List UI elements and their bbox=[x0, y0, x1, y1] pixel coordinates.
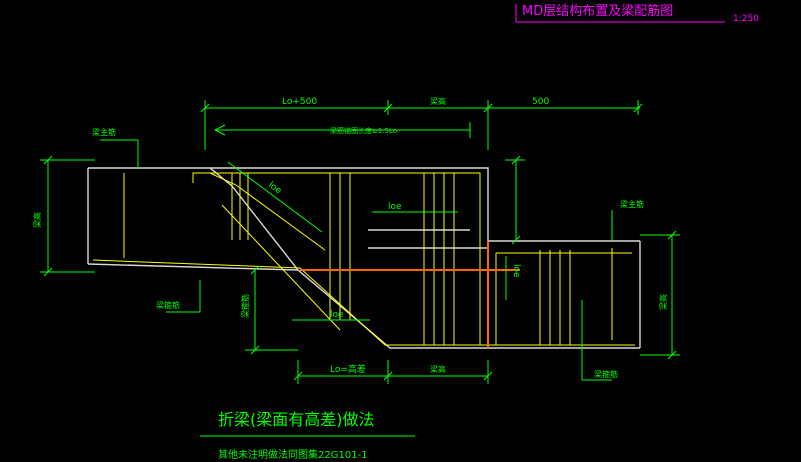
label-stirrup-mid: 梁箍筋 bbox=[240, 294, 250, 318]
dim-loe-right: loe bbox=[511, 264, 521, 278]
dimension-lines bbox=[40, 100, 680, 384]
footer-title: 折梁(梁面有高差)做法 bbox=[218, 410, 375, 429]
dim-loe-bottom: loe bbox=[330, 310, 344, 320]
dim-bottom-mid: 梁高 bbox=[430, 364, 446, 374]
beam-outline bbox=[87, 167, 641, 349]
dim-loe-diag: loe bbox=[266, 180, 283, 196]
drawing-scale: 1:250 bbox=[733, 14, 759, 24]
drawing-title: MD层结构布置及梁配筋图 bbox=[522, 3, 673, 19]
label-main-bar-right: 梁主筋 bbox=[620, 199, 644, 209]
added-bar bbox=[300, 241, 520, 348]
label-stirrup-right: 梁箍筋 bbox=[594, 369, 618, 379]
dim-bottom-left: Lo=高差 bbox=[330, 363, 366, 375]
label-main-bar-left: 梁主筋 bbox=[92, 127, 116, 137]
dim-top-mid: 梁高 bbox=[430, 96, 446, 106]
dim-anchor-arrow: 梁筋锚固长度≥1.5Lo bbox=[330, 126, 397, 135]
dim-top-left: Lo+500 bbox=[282, 97, 317, 107]
dim-left-height: 梁高 bbox=[32, 212, 42, 228]
rebar-lines bbox=[92, 172, 635, 346]
dim-top-right: 500 bbox=[532, 97, 549, 107]
footer-note: 其他未注明做法同图集22G101-1 bbox=[218, 448, 368, 461]
label-stirrup-left: 梁箍筋 bbox=[156, 300, 180, 310]
dim-right-height: 梁高 bbox=[658, 294, 668, 310]
dim-loe-mid: loe bbox=[388, 202, 402, 212]
